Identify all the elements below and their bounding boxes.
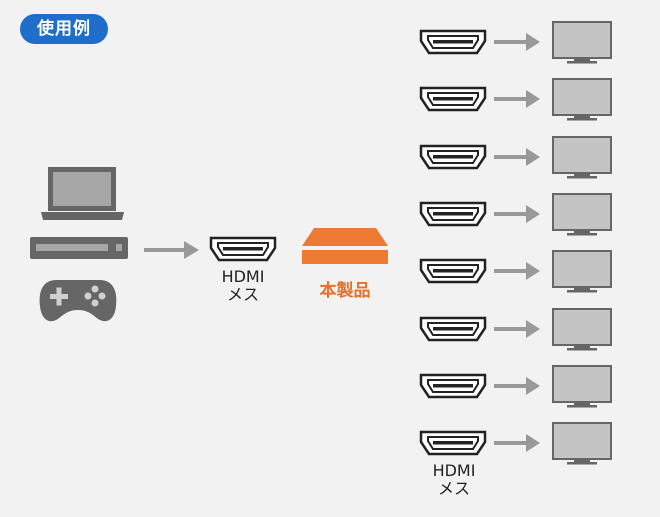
hdmi-female-icon (419, 258, 487, 284)
arrow-right-icon (494, 434, 540, 452)
monitor-icon (552, 422, 612, 465)
arrow-right-icon (494, 205, 540, 223)
monitor-icon (552, 193, 612, 236)
arrow-right-icon (494, 33, 540, 51)
hdmi-female-icon (419, 373, 487, 399)
arrow-right-icon (494, 262, 540, 280)
input-connector-label: HDMI メス (203, 268, 283, 304)
arrow-right-icon (494, 377, 540, 395)
input-connector-gender: メス (226, 285, 259, 304)
output-connector-label: HDMI メス (414, 462, 494, 498)
media-player-icon (30, 237, 128, 259)
hdmi-female-icon (419, 201, 487, 227)
hdmi-female-icon (419, 430, 487, 456)
monitor-icon (552, 78, 612, 121)
arrow-right-icon (144, 241, 199, 259)
hdmi-female-icon (419, 86, 487, 112)
arrow-right-icon (494, 90, 540, 108)
monitor-icon (552, 21, 612, 64)
product-label: 本製品 (319, 281, 371, 301)
monitor-icon (552, 308, 612, 351)
usage-example-badge: 使用例 (20, 14, 108, 44)
hdmi-female-icon (209, 236, 277, 262)
monitor-icon (552, 136, 612, 179)
laptop-icon (41, 167, 124, 220)
arrow-right-icon (494, 148, 540, 166)
monitor-icon (552, 250, 612, 293)
hdmi-female-icon (419, 144, 487, 170)
product-splitter-icon (302, 228, 388, 264)
game-controller-icon (39, 280, 117, 322)
output-connector-type: HDMI (432, 461, 476, 480)
arrow-right-icon (494, 320, 540, 338)
input-connector-type: HDMI (221, 267, 265, 286)
output-connector-gender: メス (437, 479, 470, 498)
monitor-icon (552, 365, 612, 408)
hdmi-female-icon (419, 316, 487, 342)
hdmi-female-icon (419, 29, 487, 55)
